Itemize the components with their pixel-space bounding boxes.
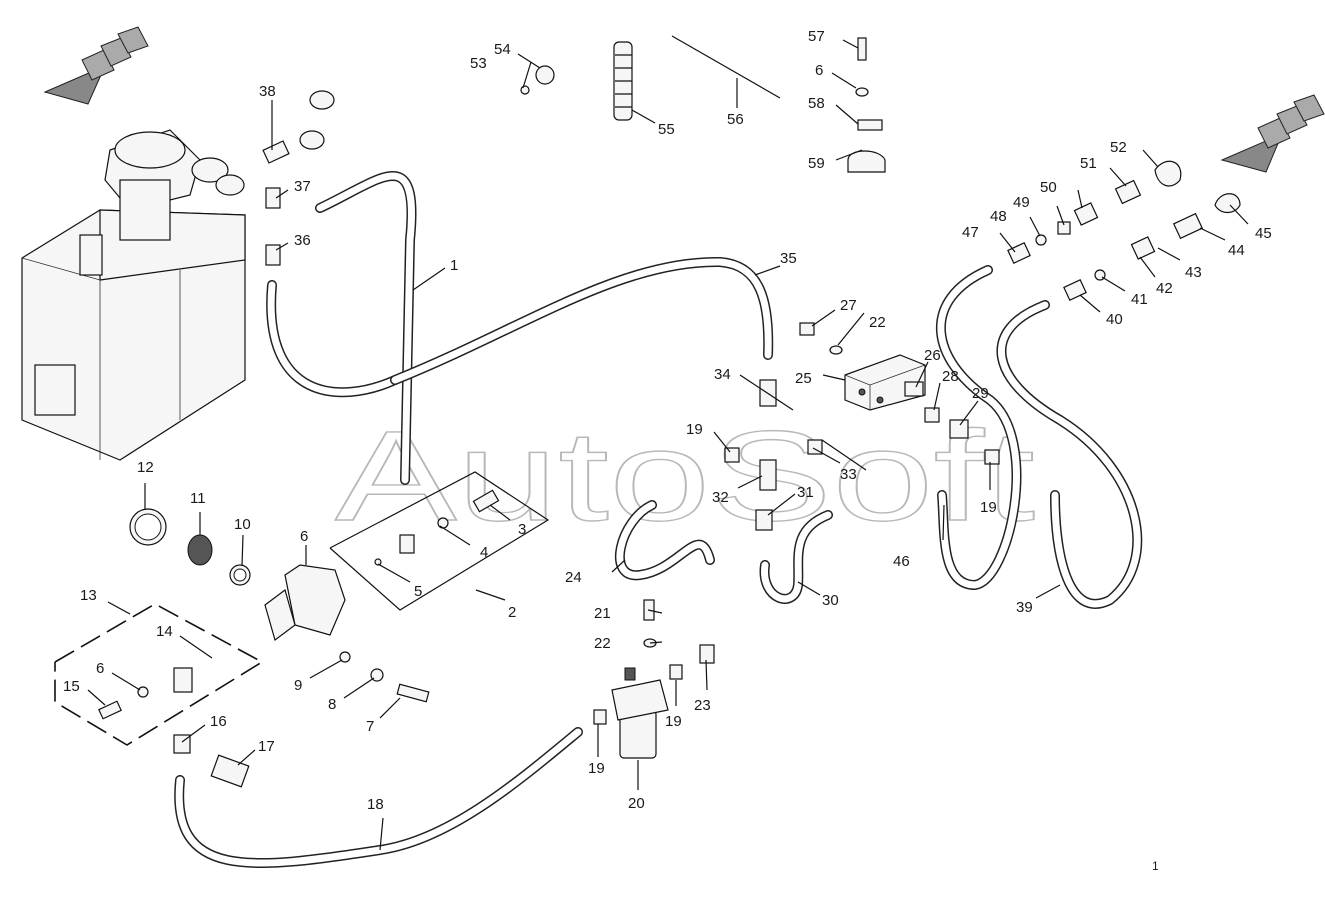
- callout-44: 44: [1228, 242, 1245, 259]
- callout-31: 31: [797, 484, 814, 501]
- callout-19: 19: [980, 499, 997, 516]
- callout-52: 52: [1110, 139, 1127, 156]
- callout-55: 55: [658, 121, 675, 138]
- callout-23: 23: [694, 697, 711, 714]
- callout-11: 11: [190, 490, 206, 507]
- callout-37: 37: [294, 178, 311, 195]
- callout-45: 45: [1255, 225, 1272, 242]
- callout-2: 2: [508, 604, 516, 621]
- callout-53: 53: [470, 55, 487, 72]
- callout-6: 6: [300, 528, 308, 545]
- callout-47: 47: [962, 224, 979, 241]
- hose-46: [935, 265, 1022, 590]
- callout-14: 14: [156, 623, 173, 640]
- callout-7: 7: [366, 718, 374, 735]
- callout-3: 3: [518, 521, 526, 538]
- callout-4: 4: [480, 544, 488, 561]
- callout-labels: 1 2 3 4 5 6 6 6 7 8 9 10 11 12 13 14 15 …: [63, 28, 1272, 813]
- callout-30: 30: [822, 592, 839, 609]
- direction-arrow-right-icon: [1220, 94, 1325, 173]
- callout-46: 46: [893, 553, 910, 570]
- hose-39: [996, 300, 1143, 609]
- callout-9: 9: [294, 677, 302, 694]
- callout-26: 26: [924, 347, 941, 364]
- page-number: 1: [1152, 859, 1159, 873]
- pump-6: [264, 564, 346, 642]
- callout-57: 57: [808, 28, 825, 45]
- callout-33: 33: [840, 466, 857, 483]
- callout-10: 10: [234, 516, 251, 533]
- callout-12: 12: [137, 459, 154, 476]
- callout-22: 22: [869, 314, 886, 331]
- callout-48: 48: [990, 208, 1007, 225]
- callout-35: 35: [780, 250, 797, 267]
- group-frame-2: [329, 471, 550, 611]
- callout-39: 39: [1016, 599, 1033, 616]
- callout-15: 15: [63, 678, 80, 695]
- callout-18: 18: [367, 796, 384, 813]
- callout-19: 19: [665, 713, 682, 730]
- callout-50: 50: [1040, 179, 1057, 196]
- hose-18: [174, 727, 583, 868]
- callout-17: 17: [258, 738, 275, 755]
- hydraulic-tank: [21, 90, 335, 461]
- callout-5: 5: [414, 583, 422, 600]
- direction-arrow-left-icon: [43, 26, 149, 105]
- callout-6: 6: [815, 62, 823, 79]
- callout-25: 25: [795, 370, 812, 387]
- callout-59: 59: [808, 155, 825, 172]
- callout-6: 6: [96, 660, 104, 677]
- callout-16: 16: [210, 713, 227, 730]
- group-frame-13: [54, 603, 264, 746]
- filter-20: [611, 667, 669, 759]
- callout-8: 8: [328, 696, 336, 713]
- callout-21: 21: [594, 605, 611, 622]
- callout-28: 28: [942, 368, 959, 385]
- callout-41: 41: [1131, 291, 1148, 308]
- callout-43: 43: [1185, 264, 1202, 281]
- pipe-24: [614, 500, 715, 581]
- callout-1: 1: [450, 257, 458, 274]
- leader-lines: [87, 39, 1249, 851]
- watermark: AutoSoft: [335, 405, 1035, 548]
- callout-19: 19: [686, 421, 703, 438]
- callout-20: 20: [628, 795, 645, 812]
- callout-51: 51: [1080, 155, 1097, 172]
- callout-34: 34: [714, 366, 731, 383]
- callout-24: 24: [565, 569, 582, 586]
- callout-56: 56: [727, 111, 744, 128]
- callout-36: 36: [294, 232, 311, 249]
- coupling-parts-lower-left: [98, 489, 715, 788]
- callout-29: 29: [972, 385, 989, 402]
- callout-42: 42: [1156, 280, 1173, 297]
- callout-58: 58: [808, 95, 825, 112]
- hose-1: [266, 171, 417, 485]
- hose-35: [390, 256, 774, 385]
- callout-40: 40: [1106, 311, 1123, 328]
- callout-54: 54: [494, 41, 511, 58]
- callout-19: 19: [588, 760, 605, 777]
- callout-38: 38: [259, 83, 276, 100]
- callout-27: 27: [840, 297, 857, 314]
- callout-32: 32: [712, 489, 729, 506]
- callout-22: 22: [594, 635, 611, 652]
- callout-49: 49: [1013, 194, 1030, 211]
- callout-13: 13: [80, 587, 97, 604]
- pipe-30: [759, 510, 833, 604]
